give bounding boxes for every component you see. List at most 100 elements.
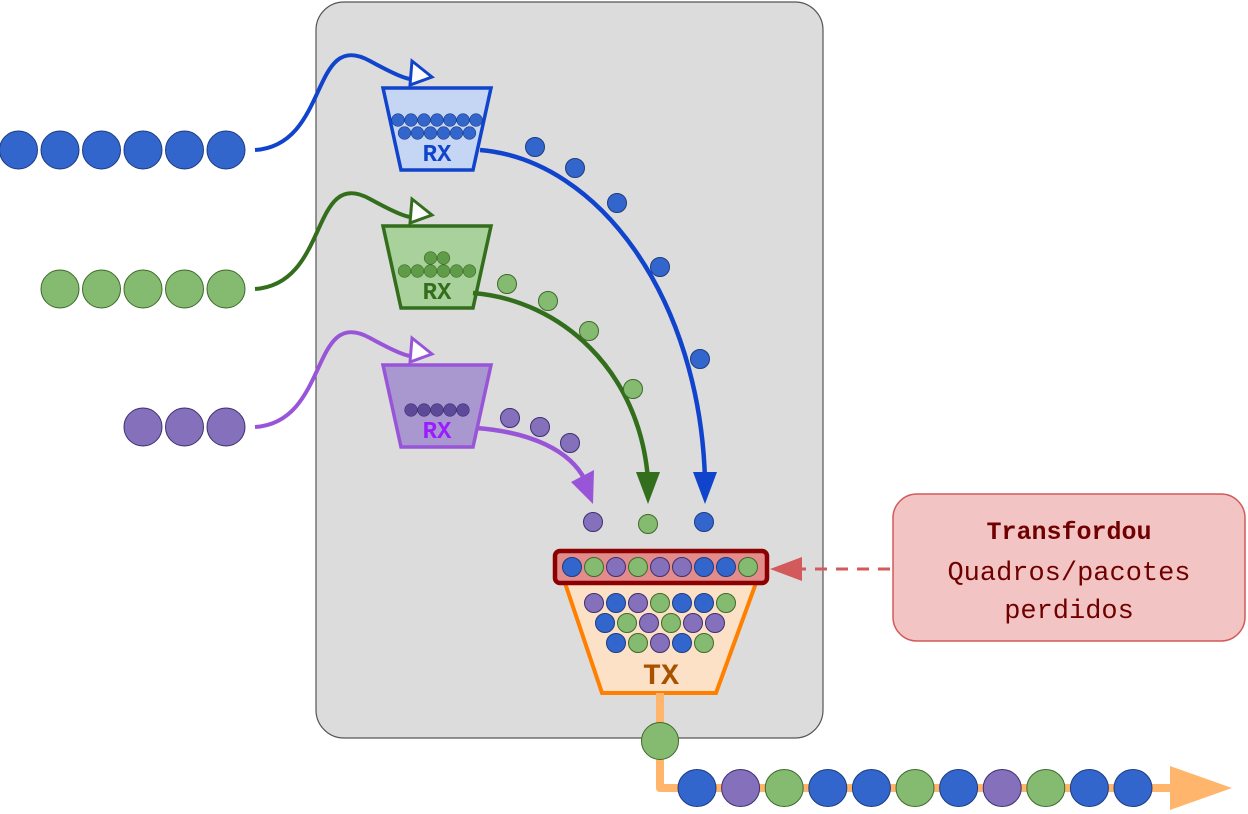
- drop-callout: Transfordou Quadros/pacotes perdidos: [770, 493, 1246, 642]
- tx-packet-blue: [606, 593, 626, 613]
- in-flight-packet-blue: [694, 512, 714, 532]
- tx-packet-green: [650, 593, 670, 613]
- input-packet-blue: [40, 130, 80, 170]
- in-flight-packet-blue: [565, 158, 585, 178]
- tx-packet-green: [716, 593, 736, 613]
- overflow-packet-purple: [672, 557, 692, 577]
- buffered-packet-purple: [430, 403, 444, 417]
- in-flight-packet-purple: [530, 417, 550, 437]
- buffered-packet-blue: [443, 113, 457, 127]
- open-arrowhead-icon: [408, 335, 436, 365]
- rx-buffer-green: RX: [380, 224, 494, 310]
- buffered-packet-blue: [391, 113, 405, 127]
- output-packet-blue: [677, 769, 717, 807]
- output-packet-blue: [939, 769, 979, 807]
- open-arrowhead-icon: [408, 58, 436, 88]
- in-flight-packet-purple: [560, 433, 580, 453]
- tx-packet-blue: [595, 613, 615, 633]
- exiting-packet-green: [641, 722, 679, 760]
- arrowhead-green-icon: [636, 472, 660, 504]
- buffered-packet-green: [410, 264, 425, 278]
- input-packet-green: [165, 269, 204, 309]
- in-flight-packet-blue: [650, 257, 670, 277]
- in-flight-packet-green: [638, 514, 658, 534]
- tx-packet-green: [661, 613, 681, 633]
- tx-packet-purple: [628, 593, 648, 613]
- callout-arrowhead: [770, 557, 802, 581]
- rx-bucket-shape: [380, 86, 494, 172]
- output-packet-blue: [808, 769, 848, 807]
- rx-label: RX: [423, 142, 452, 169]
- output-packet-blue: [1069, 769, 1109, 807]
- in-flight-packet-green: [579, 321, 599, 341]
- in-flight-packet-blue: [525, 137, 545, 157]
- buffered-packet-blue: [410, 126, 425, 140]
- buffered-packet-blue: [449, 126, 464, 140]
- callout-box: [892, 493, 1246, 642]
- buffered-packet-purple: [443, 403, 457, 417]
- buffered-packet-blue: [462, 126, 477, 140]
- output-packet-blue: [1113, 769, 1153, 807]
- callout-title: Transfordou: [986, 518, 1151, 547]
- buffered-packet-blue: [436, 126, 451, 140]
- input-packet-green: [123, 269, 163, 309]
- tx-packet-green: [694, 633, 714, 653]
- open-arrowhead-icon: [408, 196, 436, 226]
- buffered-packet-blue: [404, 113, 418, 127]
- buffered-packet-green: [423, 264, 438, 278]
- output-packet-green: [764, 769, 804, 807]
- buffered-packet-green: [436, 251, 451, 265]
- overflow-packet-green: [628, 557, 648, 577]
- tx-label: TX: [643, 660, 679, 694]
- in-flight-packet-purple: [500, 408, 520, 428]
- in-flight-packet-blue: [690, 349, 710, 369]
- tx-packet-purple: [584, 593, 604, 613]
- input-packet-purple: [165, 407, 204, 447]
- overflow-packet-purple: [650, 557, 670, 577]
- flow-arrow-blue: [479, 147, 708, 481]
- buffered-packet-blue: [417, 113, 431, 127]
- tx-packet-purple: [683, 613, 703, 633]
- overflow-packet-blue: [694, 557, 714, 577]
- buffered-packet-green: [436, 264, 451, 278]
- buffered-packet-green: [462, 264, 477, 278]
- tx-packet-green: [628, 633, 648, 653]
- output-packet-green: [1026, 769, 1066, 807]
- arrowhead-blue-icon: [693, 472, 717, 504]
- tx-packet-purple: [639, 613, 659, 633]
- tx-packet-green: [617, 613, 637, 633]
- buffered-packet-blue: [456, 113, 470, 127]
- overflow-packet-green: [738, 557, 758, 577]
- input-packet-purple: [123, 407, 163, 447]
- rx-label: RX: [423, 280, 452, 307]
- tx-packet-purple: [705, 613, 725, 633]
- buffered-packet-green: [423, 251, 438, 265]
- tx-packet-blue: [672, 593, 692, 613]
- output-packet-purple: [982, 769, 1022, 807]
- buffered-packet-blue: [469, 113, 483, 127]
- overflow-packet-blue: [716, 557, 736, 577]
- output-packet-purple: [721, 769, 761, 807]
- rx-buffer-purple: RX: [380, 363, 494, 449]
- tx-packet-blue: [606, 633, 626, 653]
- callout-line2: perdidos: [1004, 597, 1134, 627]
- flow-arrow-green: [472, 290, 651, 481]
- input-packet-blue: [165, 130, 204, 170]
- flow-arrow-purple: [475, 425, 588, 482]
- buffered-packet-blue: [397, 126, 412, 140]
- input-packet-purple: [206, 407, 246, 447]
- buffered-packet-blue: [430, 113, 444, 127]
- rx-label: RX: [423, 419, 452, 446]
- overflow-packet-blue: [562, 557, 582, 577]
- rx-buffer-blue: RX: [380, 86, 494, 172]
- in-flight-packet-purple: [583, 512, 603, 532]
- buffered-packet-green: [449, 264, 464, 278]
- buffered-packet-purple: [456, 403, 470, 417]
- tx-packet-blue: [672, 633, 692, 653]
- overflow-packet-purple: [606, 557, 626, 577]
- callout-line1: Quadros/pacotes: [947, 559, 1190, 589]
- input-packet-green: [40, 269, 80, 309]
- input-packet-blue: [123, 130, 163, 170]
- input-packet-blue: [82, 130, 121, 170]
